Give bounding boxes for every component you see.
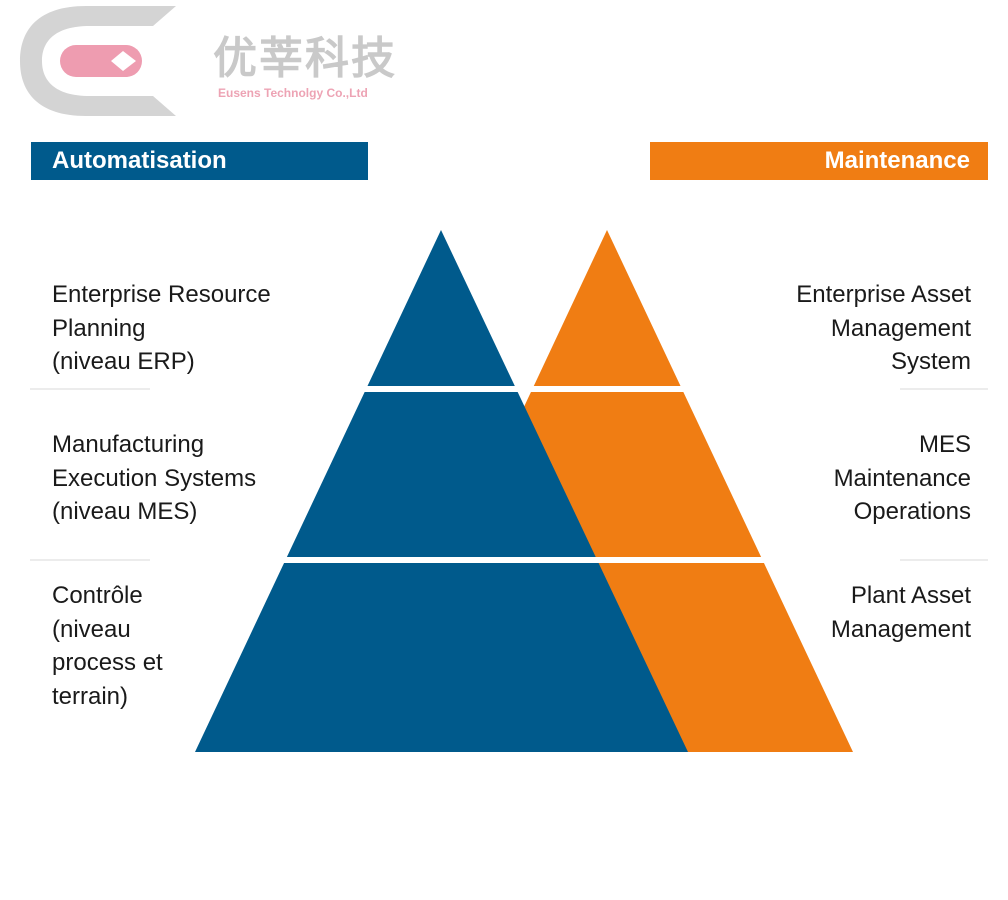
label-line: Management [830,615,971,643]
label-line: terrain) [52,682,129,710]
maintenance-banner: Maintenance [650,142,988,180]
label-line: System [890,348,971,375]
logo-chinese-name: 优莘科技 [213,33,397,84]
erp-level-label: Enterprise Resource Planning (niveau ERP… [52,278,271,379]
automation-triangle [195,230,688,752]
level-gap [150,557,900,563]
company-logo: 优莘科技 Eusens Technolgy Co.,Ltd [18,4,398,116]
control-level-label: Contrôle (niveau process et terrain) [52,579,163,713]
label-line: (niveau [52,615,131,643]
label-line: process et [52,649,163,676]
label-line: Management [830,314,971,342]
plant-asset-label: Plant Asset Management [831,579,971,646]
label-line: Planning [52,314,146,342]
label-line: Contrôle [52,582,143,609]
label-line: Enterprise Asset [796,281,971,308]
label-line: Manufacturing [52,431,205,458]
label-line: Plant Asset [850,582,971,609]
level-gap [150,386,900,392]
automatisation-banner: Automatisation [31,142,368,180]
logo-diamond [111,51,136,71]
label-line: MES [918,431,971,458]
label-line: Maintenance [833,464,971,492]
label-line: (niveau MES) [52,498,198,525]
label-line: Operations [853,498,971,525]
eam-system-label: Enterprise Asset Management System [796,278,971,379]
logo-english-name: Eusens Technolgy Co.,Ltd [218,86,368,100]
mes-maintenance-label: MES Maintenance Operations [834,428,971,529]
logo-mark-icon [20,6,176,116]
label-line: Enterprise Resource [52,281,271,308]
label-line: Execution Systems [52,464,257,492]
mes-level-label: Manufacturing Execution Systems (niveau … [52,428,256,529]
label-line: (niveau ERP) [52,348,195,375]
logo-c-shape [20,6,176,116]
